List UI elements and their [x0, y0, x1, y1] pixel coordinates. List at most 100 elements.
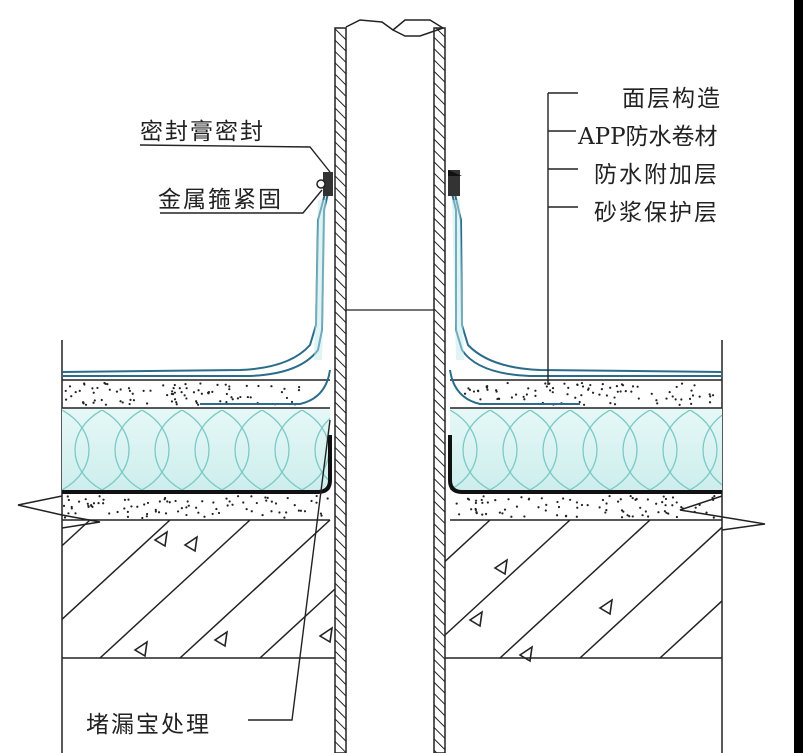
insulation-wave — [62, 410, 63, 490]
insulation-layer — [62, 408, 722, 490]
mortar-dot — [195, 506, 198, 509]
mortar-dot — [228, 500, 231, 503]
mortar-dot — [605, 509, 608, 512]
mortar-dot — [566, 393, 569, 396]
mortar-dot — [121, 401, 124, 404]
mortar-dot — [171, 390, 174, 393]
mortar-dot — [605, 394, 608, 397]
mortar-dot — [310, 499, 313, 503]
mortar-dot — [297, 509, 300, 512]
mortar-dot — [326, 497, 329, 500]
mortar-dot — [481, 513, 484, 516]
mortar-dot — [195, 400, 198, 403]
mortar-dot — [605, 502, 608, 505]
mortar-dot — [187, 504, 190, 507]
insulation-wave — [410, 410, 437, 490]
mortar-dot — [66, 495, 69, 498]
pipe — [334, 19, 446, 753]
label-app-membrane: APP防水卷材 — [578, 124, 718, 150]
mortar-dot — [285, 511, 288, 514]
mortar-dot — [589, 383, 592, 387]
mortar-dot — [470, 508, 473, 511]
slab-hatch-lines — [61, 519, 723, 659]
mortar-dot — [598, 506, 601, 509]
mortar-dot — [249, 396, 252, 399]
hatch-line — [99, 519, 251, 659]
mortar-dot — [215, 507, 218, 511]
insulation-wave — [181, 410, 210, 490]
mortar-dot — [601, 498, 605, 502]
mortar-dot — [116, 510, 119, 514]
mortar-dot — [67, 498, 70, 502]
mortar-dot — [680, 382, 684, 385]
mortar-dot — [286, 496, 289, 500]
mortar-dot — [556, 500, 559, 504]
mortar-dot — [506, 381, 509, 385]
mortar-dot — [667, 512, 670, 515]
mortar-dot — [463, 392, 467, 395]
mortar-dot — [108, 388, 111, 391]
mortar-dot — [662, 495, 665, 498]
mortar-dot — [624, 390, 627, 393]
mortar-dot — [680, 398, 683, 401]
mortar-dot — [675, 515, 678, 519]
mortar-dot — [622, 510, 625, 513]
mortar-dot — [145, 515, 148, 518]
mortar-dot — [479, 398, 482, 401]
mortar-dot — [319, 512, 323, 515]
mortar-dot — [130, 505, 133, 508]
mortar-dot — [458, 513, 461, 516]
mortar-dot — [545, 503, 548, 506]
insulation-wave — [542, 410, 571, 490]
mortar-dot — [691, 394, 695, 397]
insulation-wave — [101, 410, 130, 490]
mortar-dot — [70, 507, 73, 510]
mortar-dot — [680, 506, 683, 509]
mortar-dot — [230, 396, 233, 399]
mortar-dot — [236, 495, 240, 498]
mortar-dot — [84, 498, 87, 501]
mortar-dot — [551, 391, 554, 394]
mortar-dot — [168, 501, 171, 504]
mortar-dot — [119, 400, 122, 403]
mortar-dot — [225, 401, 228, 404]
aggregate-triangle — [318, 626, 334, 644]
hatch-line — [61, 519, 171, 620]
mortar-dot — [545, 385, 548, 388]
mortar-dot — [70, 395, 73, 398]
insulation-wave — [154, 410, 183, 490]
leader-lines — [139, 92, 578, 721]
aggregate-triangle — [183, 535, 199, 553]
mortar-dot — [103, 381, 106, 385]
mortar-dot — [154, 508, 157, 511]
label-sealant: 密封膏密封 — [140, 119, 265, 145]
metal-clamp-left — [316, 172, 333, 196]
mortar-dot — [162, 384, 165, 387]
mortar-dot — [522, 395, 525, 398]
mortar-dot — [299, 509, 303, 512]
mortar-dot — [644, 510, 647, 513]
mortar-dot — [239, 395, 242, 399]
mortar-dot — [186, 500, 189, 503]
insulation-wave — [74, 410, 103, 490]
mortar-dot — [665, 511, 668, 514]
mortar-dot — [635, 497, 638, 501]
mortar-dot — [510, 515, 513, 518]
mortar-dot — [211, 512, 214, 516]
mortar-dot — [650, 392, 653, 395]
mortar-dot — [540, 497, 543, 500]
mortar-dot — [631, 496, 634, 500]
mortar-dot — [104, 403, 108, 406]
mortar-dot — [671, 496, 675, 499]
insulation-wave — [274, 410, 303, 490]
mortar-dot — [495, 389, 498, 392]
insulation-wave — [609, 410, 638, 490]
aggregate-triangle — [468, 610, 484, 628]
mortar-dot — [656, 402, 659, 405]
mortar-dot — [486, 385, 489, 388]
mortar-dot — [548, 382, 551, 385]
mortar-dot — [197, 511, 200, 514]
mortar-dot — [303, 510, 307, 513]
mortar-dot — [575, 515, 578, 518]
mortar-dot — [219, 400, 222, 403]
